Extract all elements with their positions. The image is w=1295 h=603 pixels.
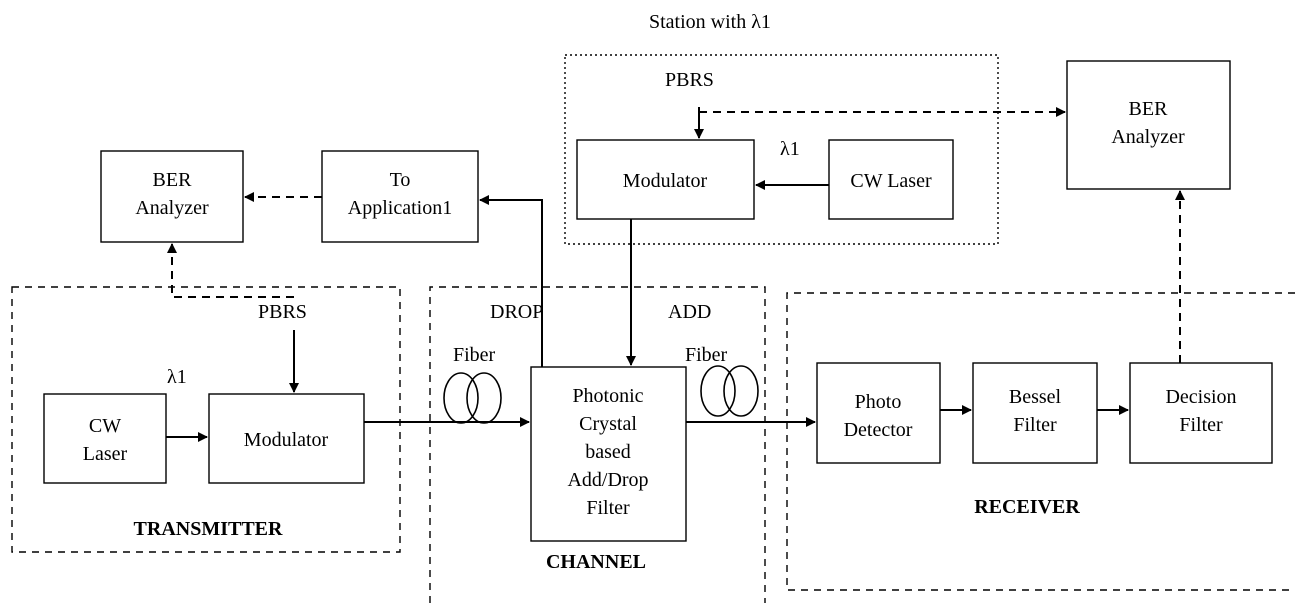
ber-right-line1: BER [1129,98,1169,120]
ber-left-line1: BER [153,169,193,191]
filter-line-3: based [585,441,631,463]
transmitter-pbrs-label: PBRS [258,301,307,323]
transmitter-cw-line2: Laser [83,443,128,465]
transmitter-modulator-label: Modulator [244,429,329,451]
add-label: ADD [668,301,711,323]
station-cw-laser-label: CW Laser [850,170,932,192]
station-cw-laser-box [828,139,954,220]
drop-label: DROP [490,301,543,323]
ber-right-line2: Analyzer [1111,126,1185,148]
transmitter-cw-line1: CW [89,415,121,437]
filter-line-1: Photonic [572,385,643,407]
receiver-region [786,292,1295,591]
to-application-box [321,150,479,243]
ber-left-line2: Analyzer [135,197,209,219]
add-drop-filter-box [530,366,687,542]
transmitter-region [11,286,401,553]
decision-line1: Decision [1165,386,1236,408]
bessel-filter-box [972,362,1098,464]
transmitter-cw-laser-box [43,393,167,484]
ber-analyzer-left-box [100,150,244,243]
transmitter-lambda-label: λ1 [167,366,187,388]
station-lambda-label: λ1 [780,138,800,160]
pd-line2: Detector [844,419,913,441]
fiber-out-label: Fiber [685,344,728,366]
bessel-line2: Filter [1013,414,1057,436]
pbrs-to-ber-dashed-arrow [167,243,294,298]
decision-filter-box [1129,362,1273,464]
channel-region [429,286,766,603]
to-app-line1: To [390,169,411,191]
station-modulator-label: Modulator [623,170,708,192]
receiver-title: RECEIVER [974,496,1080,518]
filter-line-5: Filter [586,497,630,519]
channel-title: CHANNEL [546,551,646,573]
decision-line2: Filter [1179,414,1223,436]
filter-line-4: Add/Drop [567,469,648,491]
station-pbrs-label: PBRS [665,69,714,91]
ber-analyzer-right-box [1066,60,1231,190]
fiber-coil-in [443,372,502,424]
station-modulator-box [576,139,755,220]
fiber-in-label: Fiber [453,344,496,366]
transmitter-title: TRANSMITTER [134,518,283,540]
pd-line1: Photo [855,391,902,413]
to-app-line2: Application1 [348,197,452,219]
station-title: Station with λ1 [649,11,771,33]
filter-line-2: Crystal [579,413,637,435]
station-region [564,54,999,245]
bessel-line1: Bessel [1009,386,1062,408]
photo-detector-box [816,362,941,464]
transmitter-modulator-box [208,393,365,484]
fiber-coil-out [700,365,759,417]
drop-to-application-arrow [479,195,543,367]
